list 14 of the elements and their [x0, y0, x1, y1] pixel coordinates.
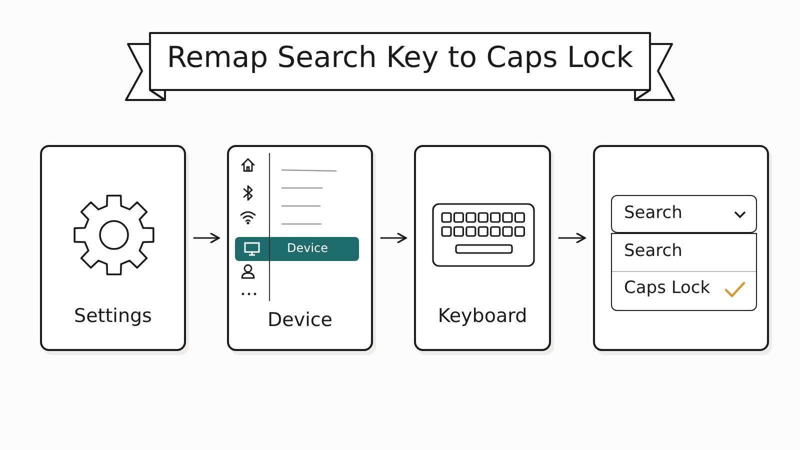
option-label: Search: [624, 241, 682, 261]
card-label: Keyboard: [438, 305, 528, 327]
menu-item-label: Device: [287, 241, 328, 255]
card-label: Settings: [74, 305, 152, 327]
selected-menu-item: [235, 237, 359, 261]
title: Remap Search Key to Caps Lock: [166, 40, 634, 74]
selected-value: Search: [624, 203, 682, 223]
option-label: Caps Lock: [624, 278, 710, 298]
dropdown-options: [611, 233, 757, 311]
arrow: [380, 232, 407, 244]
card-label: Device: [268, 309, 332, 331]
arrow: [558, 232, 586, 244]
arrow: [193, 232, 220, 244]
dropdown-select: [611, 195, 757, 233]
